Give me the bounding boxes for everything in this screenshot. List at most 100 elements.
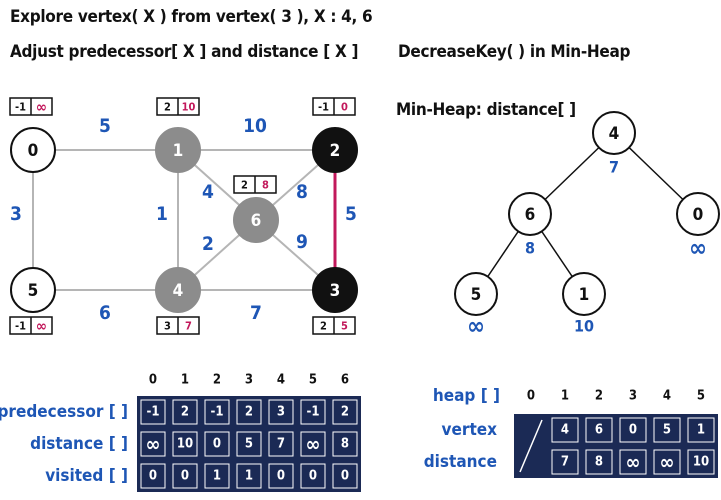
array-value-0-6: 2 [341,405,349,420]
heap-col-header-1: 1 [561,389,569,404]
heap-node-2 [676,192,720,236]
array-cell-2-0 [140,463,166,489]
node-pred-3: 2 [320,320,327,333]
heap-cell-0-2 [585,417,613,443]
heap-cell-0-3 [619,417,647,443]
heap-col-header-2: 2 [595,389,603,404]
heap-cell-0-4 [653,417,681,443]
edge-weight-0-5: 3 [10,203,22,225]
heap-node-4 [562,272,606,316]
array-cell-1-1 [172,431,198,457]
heap-cell-1-4 [653,449,681,475]
heap-cell-1-1 [551,449,579,475]
array-cell-1-4 [268,431,294,457]
heap-node-label-1: 6 [525,205,536,225]
graph-node-6 [233,197,279,243]
node-pred-6: 2 [241,179,248,192]
graph-node-label-1: 1 [173,141,184,161]
heap-node-1 [508,192,552,236]
array-cell-1-0 [140,431,166,457]
array-value-2-2: 1 [213,469,221,484]
heap-cell-1-2 [585,449,613,475]
heap-col-header-4: 4 [663,389,671,404]
graph-node-2 [312,127,358,173]
array-cell-2-5 [300,463,326,489]
array-cell-2-2 [204,463,230,489]
array-cell-0-4 [268,399,294,425]
array-value-0-0: -1 [147,405,160,420]
array-value-2-5: 0 [309,469,317,484]
array-col-header-2: 2 [213,373,221,388]
graph-node-1 [155,127,201,173]
graph-node-label-4: 4 [173,281,184,301]
array-value-0-2: -1 [211,405,224,420]
heap-value-1-3: ∞ [626,450,641,474]
heap-value-0-4: 5 [663,423,671,438]
array-value-0-4: 3 [277,405,285,420]
array-value-2-1: 0 [181,469,189,484]
array-value-0-3: 2 [245,405,253,420]
heap-node-label-0: 4 [609,124,620,144]
edge-weight-1-4: 1 [156,203,168,225]
array-col-header-0: 0 [149,373,157,388]
edge-weight-1-6: 4 [202,181,214,203]
array-cell-0-6 [332,399,358,425]
array-cell-1-6 [332,431,358,457]
node-dist-0: ∞ [36,98,47,116]
edge-weight-4-3: 7 [250,302,262,324]
array-cell-0-5 [300,399,326,425]
array-cell-2-1 [172,463,198,489]
heap-node-label-2: 0 [693,205,704,225]
heap-col-header-5: 5 [697,389,705,404]
array-value-2-6: 0 [341,469,349,484]
array-value-1-6: 8 [341,437,349,452]
node-dist-5: ∞ [36,317,47,335]
edge-weight-5-4: 6 [99,302,111,324]
heap-value-1-5: 10 [693,455,709,470]
array-value-2-3: 1 [245,469,253,484]
heap-title: DecreaseKey( ) in Min-Heap [398,42,631,62]
edge-weight-4-6: 2 [202,233,214,255]
node-dist-2: 0 [341,101,348,114]
heap-cell-0-1 [551,417,579,443]
array-value-1-4: 7 [277,437,285,452]
array-cell-0-0 [140,399,166,425]
graph-node-0 [10,127,56,173]
node-dist-6: 8 [262,179,269,192]
heap-cell-1-5 [687,449,715,475]
heap-slot0-slash [519,419,543,473]
array-value-0-5: -1 [307,405,320,420]
heap-node-dist-4: 10 [574,317,594,336]
array-cell-1-5 [300,431,326,457]
edge-weight-0-1: 5 [99,115,111,137]
node-pred-1: 2 [164,101,171,114]
node-dist-4: 7 [185,320,192,333]
heap-node-3 [454,272,498,316]
array-value-0-1: 2 [181,405,189,420]
heap-table-bg [514,414,718,478]
array-row-label-2: visited [ ] [45,466,128,486]
graph-node-4 [155,267,201,313]
array-value-1-5: ∞ [306,432,321,456]
heap-value-1-2: 8 [595,455,603,470]
heap-node-dist-0: 7 [609,158,619,177]
arrays-table-bg [137,396,361,492]
heap-node-dist-2: ∞ [689,234,707,262]
header-line-1: Explore vertex( X ) from vertex( 3 ), X … [10,7,373,27]
array-cell-1-3 [236,431,262,457]
array-col-header-1: 1 [181,373,189,388]
array-col-header-3: 3 [245,373,253,388]
node-pred-4: 3 [164,320,171,333]
edge-weight-6-3: 9 [296,231,308,253]
heap-row-label-0: vertex [442,420,498,440]
heap-value-0-3: 0 [629,423,637,438]
heap-value-1-1: 7 [561,455,569,470]
array-cell-2-4 [268,463,294,489]
edge-weight-1-2: 10 [243,115,267,137]
array-cell-1-2 [204,431,230,457]
node-pred-5: -1 [15,320,26,333]
array-row-label-1: distance [ ] [30,434,128,454]
node-dist-3: 5 [341,320,348,333]
heap-value-0-2: 6 [595,423,603,438]
